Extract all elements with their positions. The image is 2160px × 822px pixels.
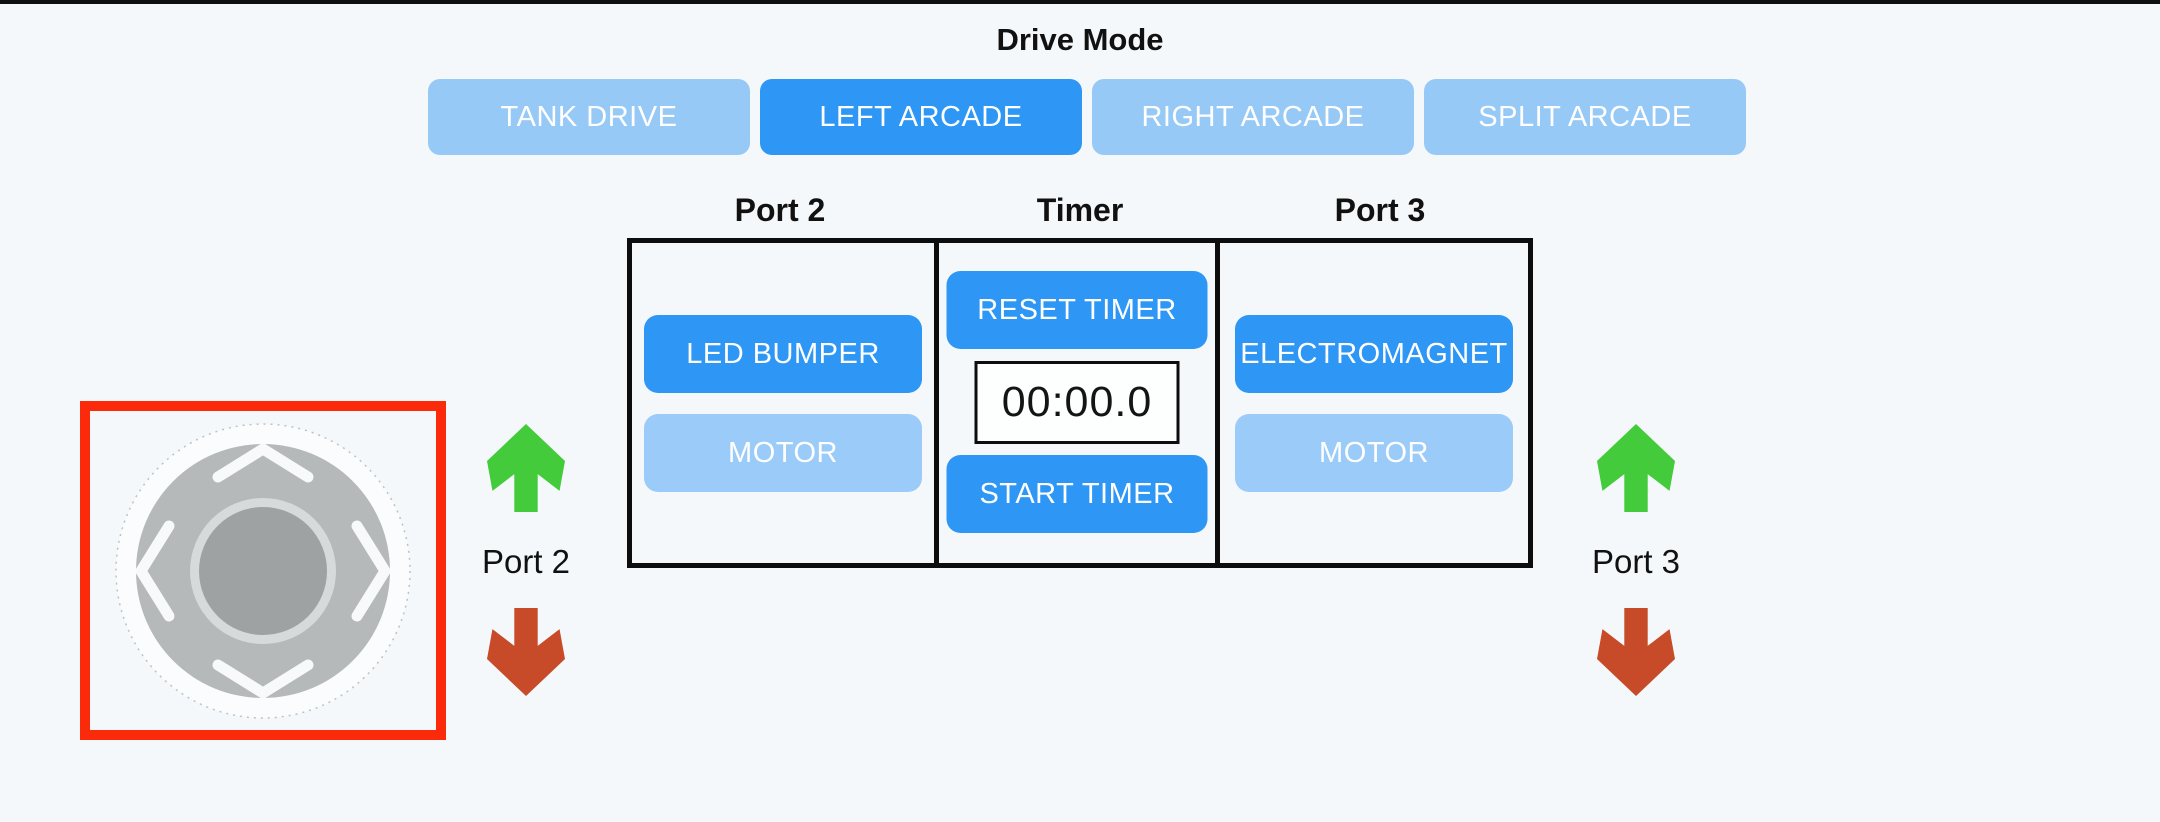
port3-down-arrow-icon — [1597, 608, 1675, 696]
port3-cell: ELECTROMAGNET MOTOR — [1220, 243, 1528, 563]
port2-column-header: Port 2 — [734, 192, 826, 228]
electromagnet-button[interactable]: ELECTROMAGNET — [1235, 315, 1513, 393]
start-timer-button[interactable]: START TIMER — [946, 455, 1208, 533]
port3-up-arrow-icon — [1597, 424, 1675, 512]
led-bumper-button[interactable]: LED BUMPER — [644, 315, 922, 393]
port2-cell: LED BUMPER MOTOR — [632, 243, 934, 563]
right-chevron-icon — [351, 520, 391, 622]
port3-direction-indicator: Port 3 — [1556, 424, 1716, 696]
port2-motor-button[interactable]: MOTOR — [644, 414, 922, 492]
port2-direction-indicator: Port 2 — [446, 424, 606, 696]
down-chevron-icon — [212, 659, 314, 699]
reset-timer-button[interactable]: RESET TIMER — [946, 271, 1208, 349]
port2-indicator-label: Port 2 — [481, 543, 571, 580]
timer-cell: RESET TIMER 00:00.0 START TIMER — [934, 243, 1220, 563]
port3-motor-button[interactable]: MOTOR — [1235, 414, 1513, 492]
port2-down-arrow-icon — [487, 608, 565, 696]
page-title: Drive Mode — [996, 22, 1164, 57]
device-panel: LED BUMPER MOTOR RESET TIMER 00:00.0 STA… — [627, 238, 1533, 568]
timer-column-header: Timer — [1036, 192, 1124, 228]
joystick-control[interactable] — [80, 401, 446, 740]
port3-column-header: Port 3 — [1334, 192, 1426, 228]
left-arcade-button[interactable]: LEFT ARCADE — [760, 79, 1082, 155]
split-arcade-button[interactable]: SPLIT ARCADE — [1424, 79, 1746, 155]
drive-mode-selector: TANK DRIVE LEFT ARCADE RIGHT ARCADE SPLI… — [428, 79, 1746, 155]
joystick-knob[interactable] — [199, 507, 327, 635]
top-bar — [0, 0, 2160, 4]
joystick-pad — [115, 423, 411, 719]
up-chevron-icon — [212, 443, 314, 483]
port3-indicator-label: Port 3 — [1591, 543, 1681, 580]
tank-drive-button[interactable]: TANK DRIVE — [428, 79, 750, 155]
timer-display: 00:00.0 — [974, 361, 1180, 444]
left-chevron-icon — [135, 520, 175, 622]
port2-up-arrow-icon — [487, 424, 565, 512]
right-arcade-button[interactable]: RIGHT ARCADE — [1092, 79, 1414, 155]
